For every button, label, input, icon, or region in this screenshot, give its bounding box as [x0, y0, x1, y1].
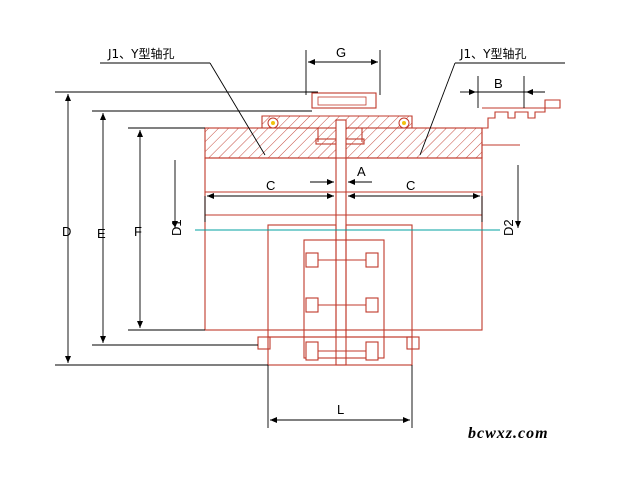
- label-A: A: [357, 164, 366, 179]
- dim-B: B: [460, 76, 545, 108]
- label-D: D: [62, 224, 71, 239]
- label-G: G: [336, 45, 346, 60]
- dim-D2: D2: [501, 165, 521, 236]
- leader-left: J1、Y型轴孔: [100, 46, 266, 156]
- bolts: [305, 252, 379, 361]
- label-D2: D2: [501, 219, 516, 236]
- hub-left: [267, 224, 337, 338]
- label-E: E: [97, 226, 106, 241]
- outer-sleeve: [204, 157, 483, 331]
- hub-right: [345, 224, 413, 338]
- dim-D: D: [55, 91, 318, 366]
- watermark: bcwxz.com: [468, 425, 549, 442]
- coupling-body: [204, 92, 561, 366]
- label-hole-right: J1、Y型轴孔: [459, 46, 527, 61]
- label-F: F: [134, 224, 142, 239]
- dim-A: A: [310, 164, 372, 185]
- seal-right-core: [402, 121, 406, 125]
- label-hole-left: J1、Y型轴孔: [107, 46, 175, 61]
- dim-G: G: [305, 45, 381, 95]
- dim-L: L: [267, 365, 413, 428]
- dim-F: F: [128, 127, 205, 331]
- dim-C: C C: [204, 178, 483, 222]
- spline-detail: [481, 99, 561, 158]
- label-B: B: [494, 76, 503, 91]
- label-C-left: C: [266, 178, 275, 193]
- leader-right: J1、Y型轴孔: [419, 46, 565, 156]
- label-L: L: [337, 402, 344, 417]
- label-C-right: C: [406, 178, 415, 193]
- dim-D1: D1: [169, 160, 184, 236]
- label-D1: D1: [169, 219, 184, 236]
- top-flange-inner: [317, 96, 367, 106]
- center-web: [335, 119, 347, 366]
- seal-left-core: [271, 121, 275, 125]
- dim-E: E: [92, 110, 312, 346]
- lower-flange: [303, 239, 385, 359]
